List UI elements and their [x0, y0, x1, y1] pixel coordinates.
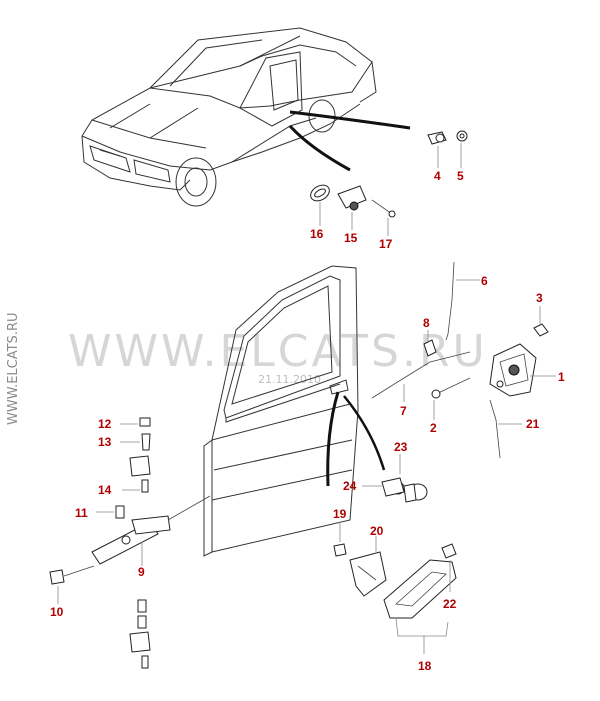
watermark-side: WWW.ELCATS.RU — [6, 313, 21, 426]
weatherstrip-lower — [288, 124, 351, 172]
part-19-nut — [333, 522, 347, 557]
part-5-washer — [456, 130, 468, 142]
callout-12: 12 — [98, 417, 112, 431]
weatherstrip-upper — [289, 110, 411, 130]
part-22-screw — [441, 543, 457, 592]
callout-20: 20 — [370, 524, 384, 538]
callout-3: 3 — [536, 291, 543, 305]
callout-labels: 1 2 3 4 5 6 7 8 9 10 11 12 13 14 15 16 1… — [50, 169, 565, 673]
watermark-main: WWW.ELCATS.RU — [68, 326, 488, 377]
part-11-bolt — [96, 505, 125, 519]
lower-hinge — [129, 599, 151, 669]
part-17-screw — [371, 199, 396, 218]
callout-14: 14 — [98, 483, 112, 497]
callout-15: 15 — [344, 231, 358, 245]
part-8-clip — [423, 330, 437, 357]
part-1-door-lock — [489, 343, 556, 397]
callout-10: 10 — [50, 605, 64, 619]
part-15-striker — [337, 185, 367, 211]
callout-11: 11 — [75, 506, 88, 520]
part-18-inner-handle — [383, 559, 457, 654]
callout-6: 6 — [481, 274, 488, 288]
part-21-rod — [489, 399, 522, 459]
part-13-pin — [120, 433, 151, 451]
callout-23: 23 — [394, 440, 408, 454]
part-7-rod — [371, 351, 471, 402]
callout-24: 24 — [343, 479, 357, 493]
part-20-handle-bracket — [349, 536, 387, 597]
part-14-hinge-upper — [122, 455, 151, 493]
callout-5: 5 — [457, 169, 464, 183]
part-9-door-check — [91, 495, 211, 566]
callout-1: 1 — [558, 370, 565, 384]
part-16-striker-cover — [310, 184, 330, 202]
door-cable-b — [343, 395, 386, 471]
callout-4: 4 — [434, 169, 441, 183]
callout-21: 21 — [526, 417, 540, 431]
callout-8: 8 — [423, 316, 430, 330]
callout-17: 17 — [379, 237, 393, 251]
part-12-bushing — [120, 417, 151, 427]
callout-22: 22 — [443, 597, 457, 611]
callout-18: 18 — [418, 659, 432, 673]
part-24-retainer — [362, 477, 405, 497]
watermark-date: 21.11.2010 — [258, 373, 321, 386]
part-23-lock-cylinder — [391, 454, 428, 503]
callout-13: 13 — [98, 435, 112, 449]
callout-7: 7 — [400, 404, 407, 418]
callout-16: 16 — [310, 227, 324, 241]
part-4-bolt — [427, 131, 447, 145]
callout-9: 9 — [138, 565, 145, 579]
part-6-rod — [445, 261, 480, 341]
callout-2: 2 — [430, 421, 437, 435]
part-2-bolt — [431, 377, 471, 420]
part-10-bolt — [49, 565, 95, 604]
part-3-nut — [533, 306, 549, 337]
car-illustration — [81, 27, 377, 207]
callout-19: 19 — [333, 507, 347, 521]
door-cable-a — [326, 391, 340, 487]
